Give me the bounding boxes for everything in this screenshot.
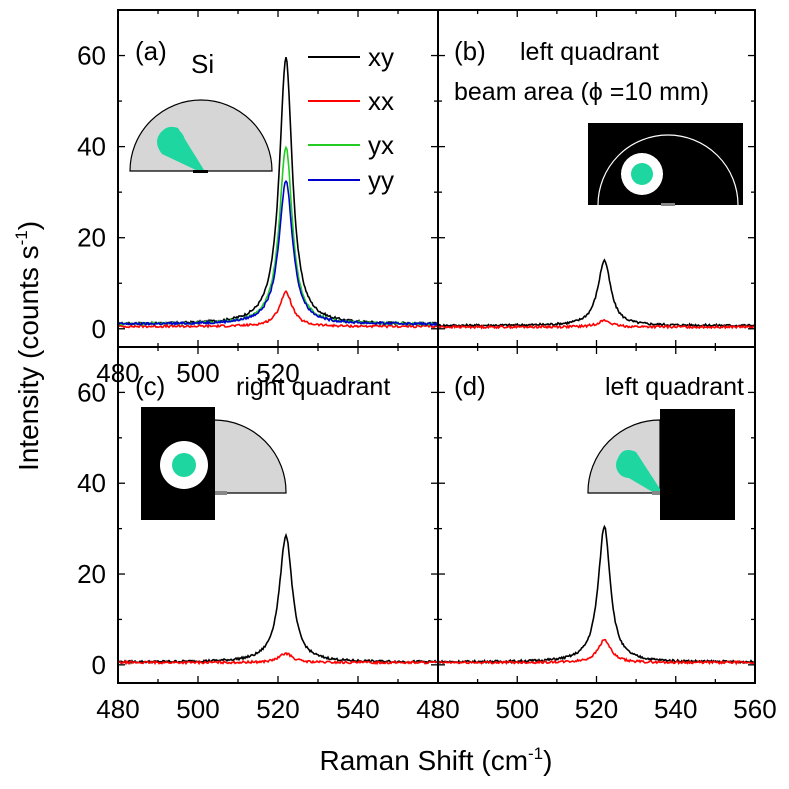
inset-d-black-square: [660, 409, 735, 520]
x-tick-label-c: 500: [176, 694, 219, 724]
panel-b-label: (b): [454, 36, 486, 66]
x-tick-label-c: 540: [336, 694, 379, 724]
inset-c-teal-spot: [172, 453, 196, 477]
x-tick-label-d: 500: [496, 694, 539, 724]
series-line-d-xy: [438, 524, 755, 665]
inset-b-arc-outline: [597, 134, 739, 206]
x-tick-label-d: 540: [654, 694, 697, 724]
inset-b-black-frame: [588, 123, 743, 205]
series-curves: [118, 56, 755, 666]
series-line-c-xy: [118, 532, 438, 665]
panel-b-annotation-1: left quadrant: [520, 38, 659, 66]
inset-a-teal-spot: [157, 128, 185, 156]
inset-b-teal-spot: [631, 163, 653, 185]
panel-a-label: (a): [135, 36, 167, 66]
inset-c-grey-quarter: [213, 419, 287, 494]
x-tick-label-c: 480: [96, 694, 139, 724]
x-tick-label-d: 480: [416, 694, 459, 724]
series-line-a-xx: [118, 289, 438, 329]
legend: xy xx yx yy: [308, 42, 394, 195]
panel-d-label: (d): [454, 371, 486, 401]
y-tick-label-a: 20: [77, 223, 106, 253]
x-tick-label-a: 480: [96, 358, 139, 388]
legend-label-xy: xy: [368, 42, 394, 72]
series-line-a-yy: [118, 179, 438, 327]
legend-label-yx: yx: [368, 130, 394, 160]
x-axis-title: Raman Shift (cm-1): [320, 744, 553, 776]
x-tick-label-d: 520: [575, 694, 618, 724]
y-tick-label-a: 0: [92, 314, 106, 344]
y-tick-label-a: 40: [77, 132, 106, 162]
legend-label-xx: xx: [368, 86, 394, 116]
x-tick-label-a: 500: [176, 358, 219, 388]
series-line-b-xx: [438, 318, 755, 330]
panel-a-sample-label: Si: [191, 49, 214, 79]
inset-a-base-bar: [193, 170, 208, 173]
series-line-b-xy: [438, 258, 755, 328]
x-tick-label-c: 520: [256, 694, 299, 724]
y-tick-label-c: 60: [77, 377, 106, 407]
x-tick-label-d: 560: [733, 694, 776, 724]
y-tick-label-c: 40: [77, 468, 106, 498]
inset-b-beam-area: [588, 123, 743, 206]
inset-c-base-bar: [213, 491, 227, 495]
y-tick-label-a: 60: [77, 41, 106, 71]
panel-c-annotation: right quadrant: [236, 373, 390, 401]
inset-c-right-quadrant: [141, 407, 287, 520]
y-tick-label-c: 20: [77, 559, 106, 589]
y-axis-title: Intensity (counts s-1): [12, 221, 44, 471]
inset-a-half-disk: [129, 99, 273, 173]
series-line-d-xx: [438, 638, 755, 666]
panel-c-label: (c): [135, 371, 165, 401]
inset-d-base-bar: [652, 491, 666, 495]
legend-label-yy: yy: [368, 165, 394, 195]
series-line-c-xx: [118, 652, 438, 666]
panel-d-annotation: left quadrant: [605, 373, 744, 401]
x-tick-label-a: 520: [256, 358, 299, 388]
y-tick-label-c: 0: [92, 650, 106, 680]
inset-b-base-bar: [661, 203, 675, 206]
panel-b-annotation-2: beam area (ϕ =10 mm): [454, 78, 709, 106]
inset-d-teal-spot: [616, 452, 642, 478]
inset-a-grey-halfdisk: [129, 99, 273, 172]
inset-d-left-quadrant: [587, 409, 735, 520]
